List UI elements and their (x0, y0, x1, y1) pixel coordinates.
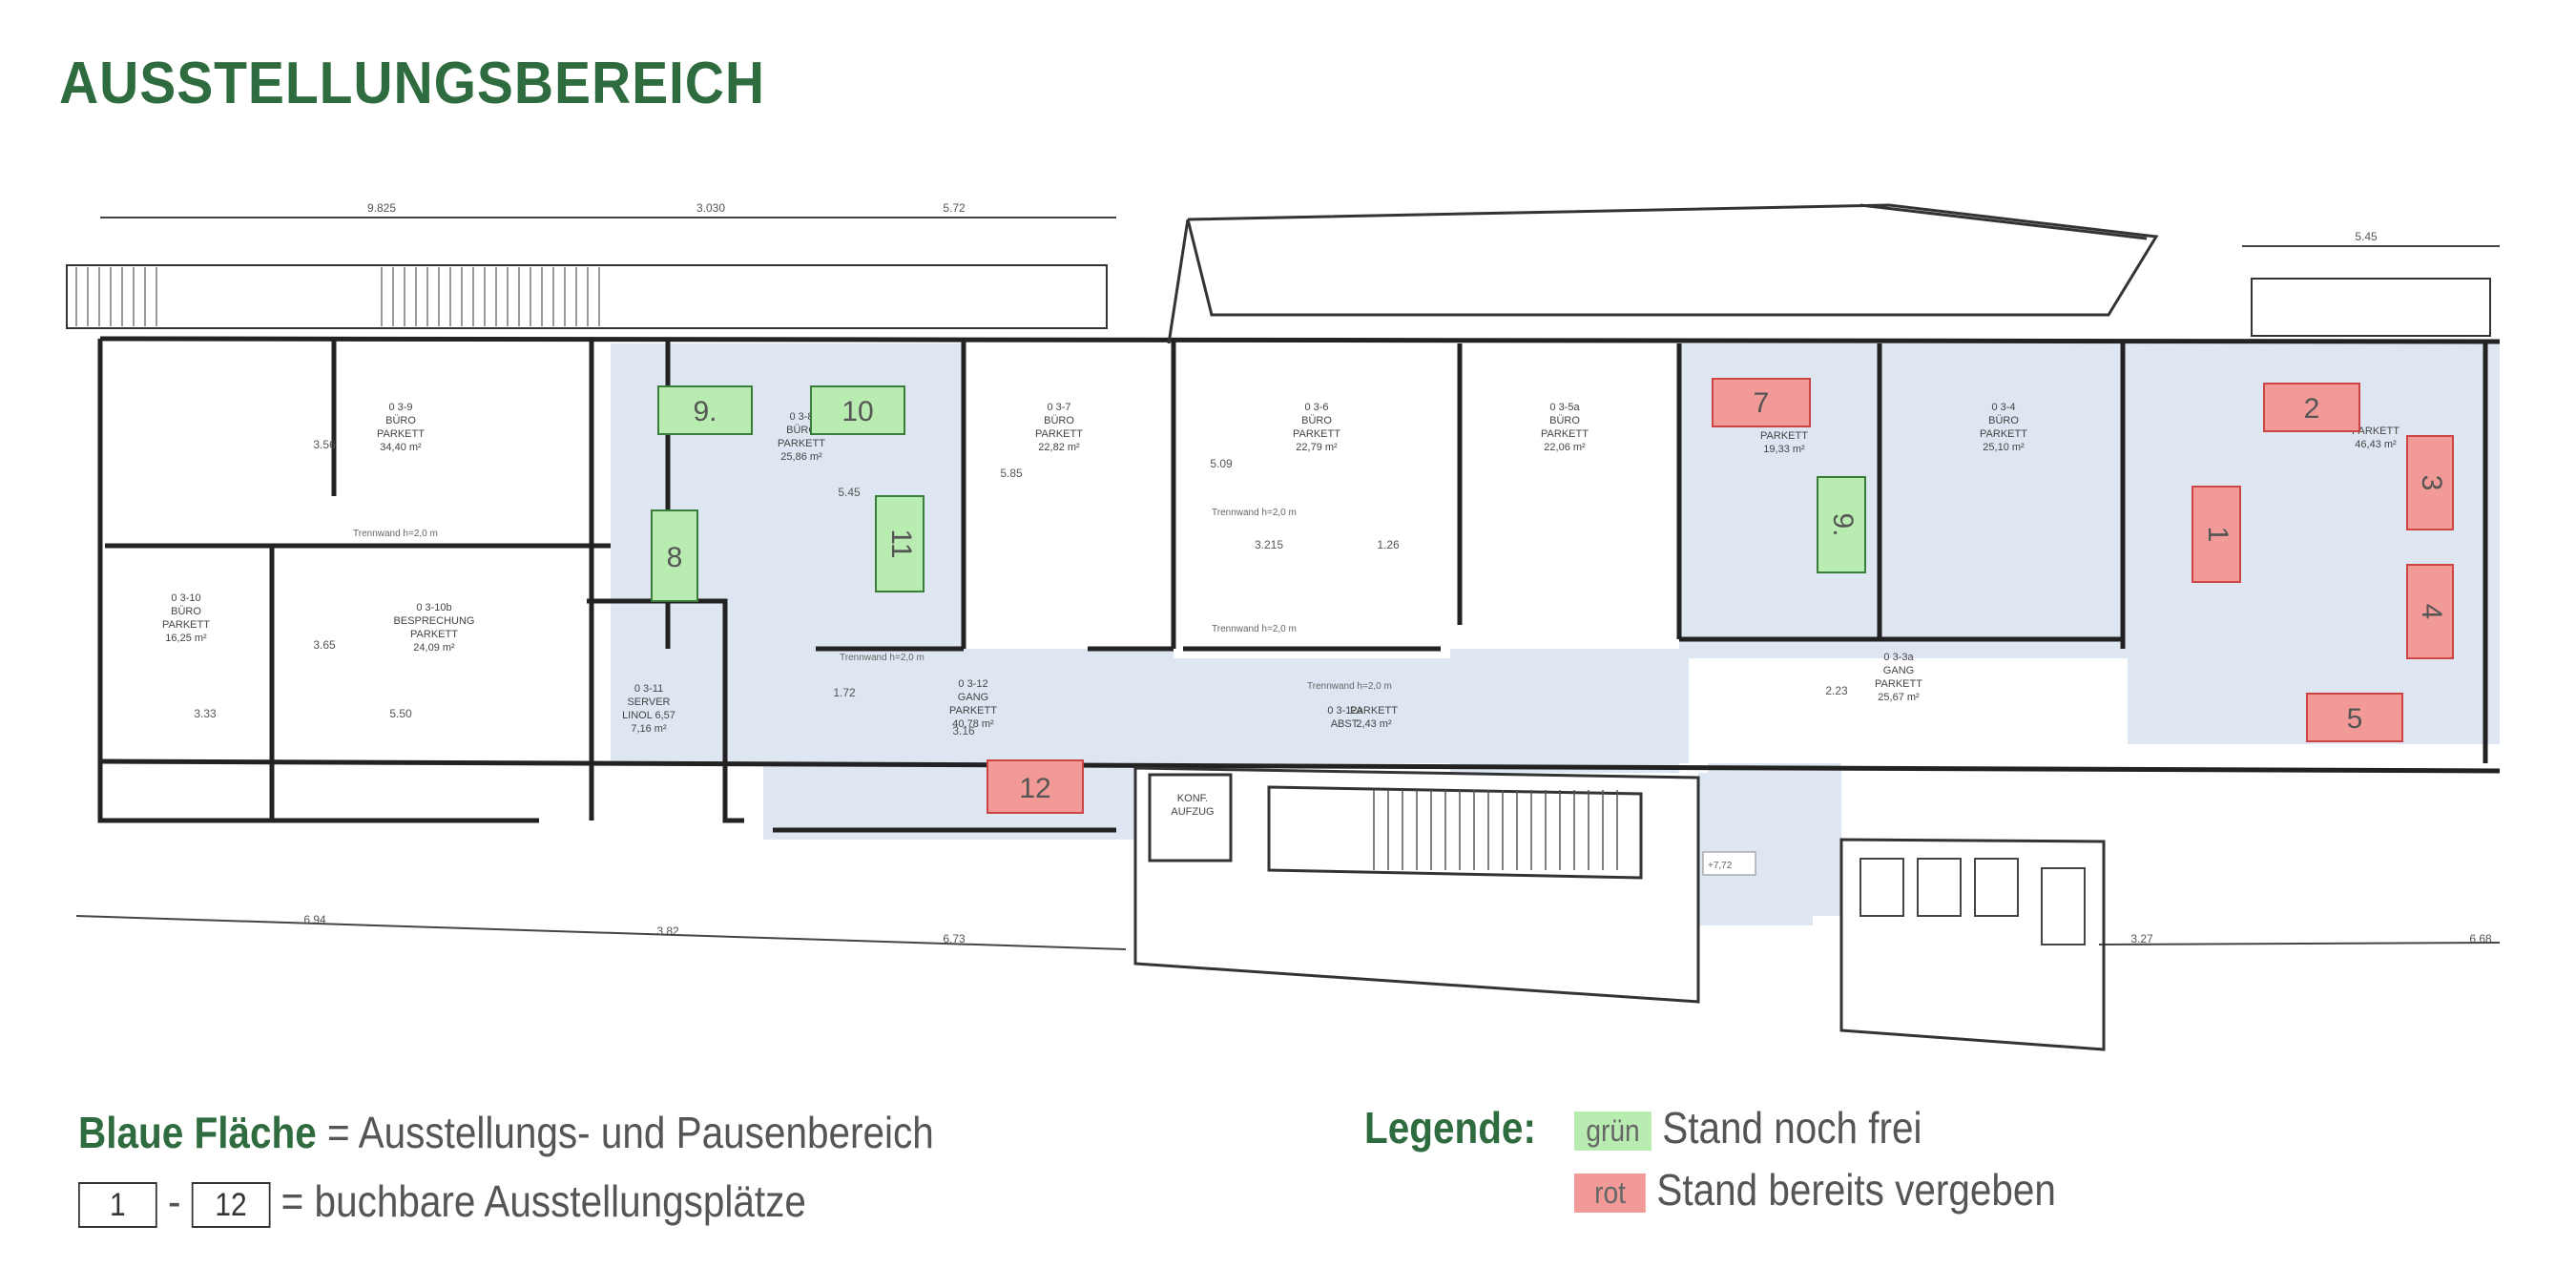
svg-text:7: 7 (1754, 387, 1770, 419)
stand-2[interactable]: 2 (2263, 383, 2360, 432)
dim-label: 3.65 (313, 638, 336, 652)
dim-label: 3.215 (1255, 538, 1283, 551)
note-trennwand: Trennwand h=2,0 m (1212, 624, 1297, 634)
svg-text:4: 4 (2416, 604, 2447, 620)
dimension-lines (75, 217, 2501, 950)
dim-label: 9.825 (367, 201, 396, 215)
wall-notes: Trennwand h=2,0 m Trennwand h=2,0 m Tren… (353, 508, 1756, 876)
note-trennwand: Trennwand h=2,0 m (353, 529, 438, 539)
stand-10[interactable]: 10 (810, 385, 905, 435)
legend-status: Legende: (1364, 1102, 1536, 1153)
dim-label: 3.33 (194, 707, 217, 720)
svg-text:5: 5 (2347, 703, 2363, 735)
range-from-box: 1 (78, 1181, 157, 1228)
svg-text:3: 3 (2416, 475, 2447, 491)
note-trennwand: Trennwand h=2,0 m (1307, 681, 1392, 692)
dim-label: 2.23 (1825, 684, 1848, 697)
svg-text:10: 10 (841, 396, 873, 427)
stand-3[interactable]: 3 (2406, 435, 2454, 530)
stand-9a[interactable]: 9. (657, 385, 753, 435)
svg-text:1: 1 (2202, 527, 2233, 543)
stand-8[interactable]: 8 (651, 509, 698, 602)
dim-label: 5.85 (1000, 467, 1023, 480)
dim-label: 6.73 (943, 932, 966, 945)
svg-text:9.: 9. (1827, 512, 1859, 536)
stands: 9. 10 8 11 12 7 9. 1 (651, 378, 2454, 814)
svg-text:2: 2 (2304, 393, 2320, 425)
dim-label: 3.82 (656, 924, 679, 938)
dim-label: 1.26 (1377, 538, 1400, 551)
balcony (66, 264, 2491, 337)
upper-structure (1167, 203, 2159, 344)
stand-9b[interactable]: 9. (1817, 476, 1866, 573)
svg-text:11: 11 (885, 529, 917, 558)
svg-text:12: 12 (1019, 773, 1050, 804)
dim-label: 1.72 (833, 686, 856, 699)
legend-blue-text: = Ausstellungs- und Pausenbereich (326, 1108, 934, 1157)
dim-label: 5.09 (1210, 457, 1233, 470)
note-trennwand: Trennwand h=2,0 m (840, 653, 924, 663)
dim-label: 6.68 (2469, 932, 2492, 945)
svg-text:9.: 9. (693, 396, 717, 427)
stand-1[interactable]: 1 (2192, 486, 2241, 583)
legend-blue-label: Blaue Fläche (78, 1108, 317, 1157)
stand-12[interactable]: 12 (987, 759, 1084, 814)
taken-text: Stand bereits vergeben (1656, 1165, 2056, 1215)
free-text: Stand noch frei (1662, 1103, 1922, 1153)
dim-label: 6.94 (303, 913, 326, 926)
dim-label: 5.72 (943, 201, 966, 215)
range-text: = buchbare Ausstellungsplätze (280, 1176, 806, 1226)
stand-5[interactable]: 5 (2306, 693, 2403, 742)
dim-label: 3.16 (952, 724, 975, 737)
page-title: AUSSTELLUNGSBEREICH (59, 51, 766, 116)
stand-4[interactable]: 4 (2406, 564, 2454, 659)
stair-core (1133, 766, 2106, 1051)
walls (97, 336, 2501, 833)
legend-stand-range: 1 - 12 = buchbare Ausstellungsplätze (78, 1175, 806, 1228)
stand-7[interactable]: 7 (1712, 378, 1811, 427)
dim-label: 3.030 (696, 201, 725, 215)
legend-taken: rot Stand bereits vergeben (1574, 1164, 2056, 1215)
range-dash: - (167, 1176, 181, 1226)
dim-label: 5.45 (838, 486, 861, 499)
free-swatch: grün (1574, 1111, 1652, 1152)
dim-label: 3.56 (313, 438, 336, 451)
exhibition-area (611, 343, 2500, 925)
dim-label: 5.50 (389, 707, 412, 720)
dim-label: 5.45 (2355, 230, 2378, 243)
range-to-box: 12 (191, 1181, 271, 1228)
svg-text:8: 8 (667, 542, 683, 573)
toilets (1859, 858, 2086, 945)
stand-11[interactable]: 11 (875, 495, 924, 592)
stair-treads (1373, 790, 1618, 870)
balcony-hatch (75, 267, 600, 326)
room-lift: KONF.AUFZUG (1171, 793, 1214, 818)
legend-blue-area: Blaue Fläche = Ausstellungs- und Pausenb… (78, 1107, 934, 1158)
legend-free: grün Stand noch frei (1574, 1102, 1922, 1153)
level-mark: +7,72 (1708, 861, 1733, 871)
dimension-labels: 9.825 3.030 5.72 5.45 6.94 3.82 6.73 3.2… (194, 201, 2492, 945)
taken-swatch: rot (1574, 1174, 1647, 1214)
dim-label: 3.27 (2130, 932, 2153, 945)
legend-label: Legende: (1364, 1103, 1536, 1153)
note-trennwand: Trennwand h=2,0 m (1212, 508, 1297, 518)
